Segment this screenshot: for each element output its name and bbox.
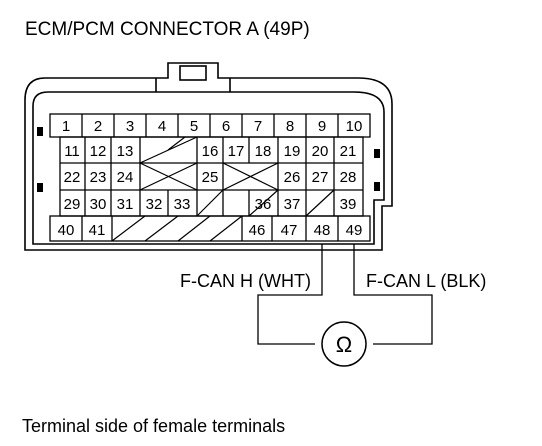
pin-18: 18: [255, 143, 272, 160]
ohmmeter-icon: Ω: [321, 321, 367, 367]
pin-7: 7: [254, 118, 262, 135]
pin-17: 17: [228, 143, 245, 160]
pin-4: 4: [158, 118, 166, 135]
pin-1: 1: [62, 118, 70, 135]
pin-8: 8: [286, 118, 294, 135]
pin-9: 9: [318, 118, 326, 135]
pin-13: 13: [117, 143, 134, 160]
pin-21: 21: [340, 143, 357, 160]
pin-12: 12: [90, 143, 107, 160]
pin-24: 24: [117, 169, 134, 186]
pin-16: 16: [202, 143, 219, 160]
pin-5: 5: [190, 118, 198, 135]
pin-46: 46: [249, 222, 266, 239]
diagram-caption: Terminal side of female terminals: [22, 416, 285, 436]
pin-2: 2: [94, 118, 102, 135]
pin-47: 47: [281, 222, 298, 239]
pin-41: 41: [89, 222, 106, 239]
pin-36: 36: [255, 196, 272, 213]
pin-40: 40: [58, 222, 75, 239]
diagram-title: ECM/PCM CONNECTOR A (49P): [25, 19, 310, 40]
pin-28: 28: [340, 169, 357, 186]
pin-19: 19: [284, 143, 301, 160]
blank-cavity-marks: [111, 136, 335, 242]
pin-29: 29: [64, 196, 81, 213]
pin-31: 31: [117, 196, 134, 213]
probe-wires: [257, 244, 433, 345]
pin-grid: [49, 113, 371, 242]
connector-housing: [24, 62, 393, 251]
pin-3: 3: [126, 118, 134, 135]
pin-37: 37: [284, 196, 301, 213]
pin-30: 30: [90, 196, 107, 213]
housing-side-nibs: [37, 127, 380, 192]
pin-39: 39: [340, 196, 357, 213]
pin-27: 27: [312, 169, 329, 186]
probe-label-fcan-h: F-CAN H (WHT): [180, 271, 311, 291]
pin-23: 23: [90, 169, 107, 186]
pin-6: 6: [222, 118, 230, 135]
pin-49: 49: [346, 222, 363, 239]
pin-25: 25: [202, 169, 219, 186]
pin-26: 26: [284, 169, 301, 186]
pin-33: 33: [174, 196, 191, 213]
pin-20: 20: [312, 143, 329, 160]
pin-48: 48: [314, 222, 331, 239]
probe-label-fcan-l: F-CAN L (BLK): [366, 271, 486, 291]
pin-32: 32: [146, 196, 163, 213]
pin-11: 11: [64, 143, 80, 160]
pin-labels: 1 2 3 4 5 6 7 8 9 10 11 12 13 16 17 18 1…: [58, 118, 363, 239]
pin-22: 22: [64, 169, 81, 186]
ohm-symbol: Ω: [336, 332, 352, 357]
pin-10: 10: [346, 118, 363, 135]
